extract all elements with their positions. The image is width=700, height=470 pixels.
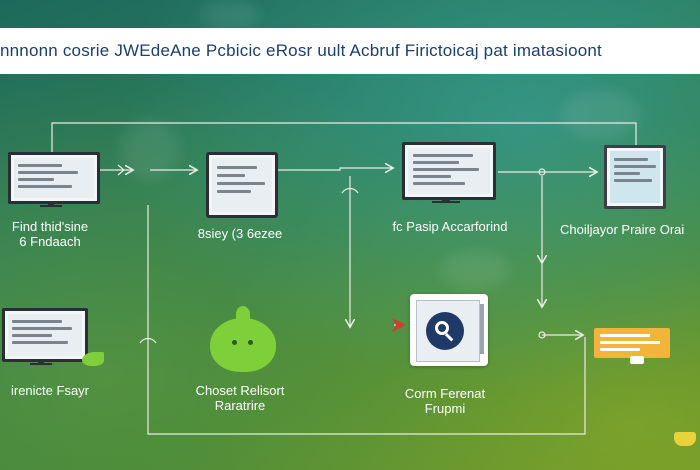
search-person-icon	[426, 312, 464, 350]
bokeh-1	[200, 0, 260, 30]
node-display-label: 8siey (3 6ezee	[197, 226, 283, 241]
desktop-icon	[402, 142, 496, 200]
junction-mark-1	[341, 187, 359, 194]
corner-logo-mark	[674, 432, 696, 446]
junction-dot-1	[538, 168, 546, 176]
node-fsayr-label: irenicte Fsayr	[10, 383, 90, 398]
node-praire-label: Choiljayor Praire Orai	[560, 222, 685, 237]
node-find-label: Find thid'sine 6 Fndaach	[11, 219, 89, 249]
junction-dot-2	[538, 331, 546, 339]
monitor-icon	[8, 152, 100, 204]
connector-top-loop	[51, 122, 637, 152]
bokeh-2	[560, 90, 640, 140]
connector-outer-box	[147, 205, 586, 435]
red-pointer-icon	[392, 318, 406, 332]
screen-icon	[604, 145, 666, 209]
node-relisort-label: Choset Relisort Raratrire	[195, 383, 285, 413]
page-title: nnnonn cosrie JWEdeAne Pcbicic eRosr uul…	[0, 41, 602, 60]
junction-mark-2	[139, 337, 157, 344]
document-icon	[594, 328, 670, 358]
green-leaf-icon	[82, 352, 104, 366]
arrow-n2-n3	[278, 168, 392, 170]
node-accarforind-label: fc Pasip Accarforind	[392, 219, 508, 234]
display-icon	[206, 152, 278, 218]
node-ferenat-label: Corm Ferenat Frupmi	[404, 386, 486, 416]
bokeh-3	[440, 250, 510, 290]
title-banner: nnnonn cosrie JWEdeAne Pcbicic eRosr uul…	[0, 28, 700, 74]
green-blob-icon	[210, 318, 276, 372]
junction-mark-3	[117, 164, 125, 176]
monitor-icon-2	[2, 308, 88, 362]
tablet-icon	[410, 294, 488, 366]
